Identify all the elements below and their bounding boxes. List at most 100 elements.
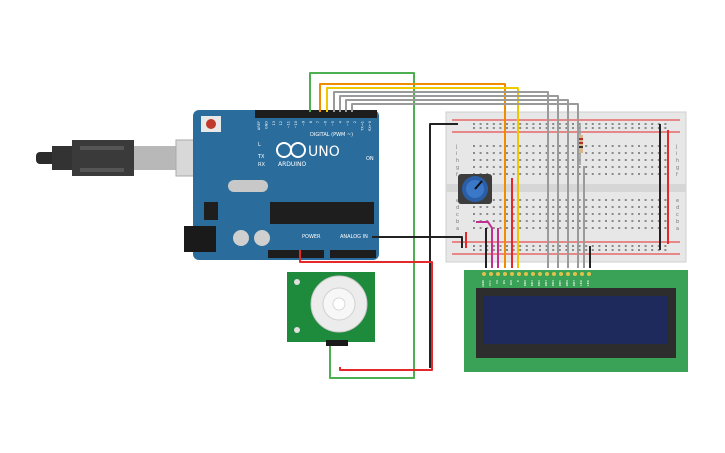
terminal-hole [539,213,541,215]
terminal-hole [545,152,548,154]
terminal-hole [565,152,568,154]
lcd-pin [510,272,514,276]
terminal-hole [585,173,588,175]
rail-hole [585,245,588,247]
rail-hole [578,245,581,247]
terminal-hole [585,145,588,147]
lcd-pin-label: LED [579,279,583,286]
rail-hole [499,127,502,129]
row-label: i [456,151,457,157]
rail-hole [479,249,482,251]
terminal-hole [473,227,475,229]
rail-hole [479,127,482,129]
reset-button[interactable] [206,119,216,129]
lcd-pin-label: DB3 [544,280,548,286]
terminal-hole [631,173,634,175]
rail-hole [486,123,489,125]
digital-pin-label: AREF [257,121,261,130]
rail-hole [591,245,594,247]
rail-hole [651,249,654,251]
rail-hole [657,249,660,251]
terminal-hole [572,213,574,215]
power-header [268,250,324,258]
terminal-hole [651,173,654,175]
row-label: f [456,172,458,178]
terminal-hole [624,166,627,168]
terminal-hole [499,159,502,161]
terminal-hole [631,159,634,161]
lcd-pin-label: VCC [488,280,492,286]
rail-hole [525,123,528,125]
lcd-pin [580,272,584,276]
terminal-hole [532,227,535,229]
terminal-hole [591,227,594,229]
terminal-hole [618,220,621,222]
lcd-pin [573,272,577,276]
rail-hole [638,123,640,125]
terminal-hole [499,199,502,201]
terminal-hole [539,159,541,161]
rail-hole [532,127,535,129]
potentiometer[interactable] [458,174,492,204]
rail-hole [479,123,482,125]
terminal-hole [611,220,614,222]
rail-hole [624,127,627,129]
rail-hole [585,249,588,251]
terminal-hole [519,173,522,175]
rail-hole [572,249,574,251]
terminal-hole [651,152,654,154]
terminal-hole [539,199,541,201]
terminal-hole [506,227,508,229]
terminal-hole [651,166,654,168]
terminal-hole [506,173,508,175]
terminal-hole [565,145,568,147]
terminal-hole [618,213,621,215]
terminal-hole [532,166,535,168]
terminal-hole [611,159,614,161]
terminal-hole [519,227,522,229]
terminal-hole [519,206,522,208]
terminal-hole [512,152,515,154]
terminal-hole [525,199,528,201]
rail-hole [605,123,607,125]
terminal-hole [492,199,495,201]
terminal-hole [657,213,660,215]
digital-pin-label: ~10 [294,121,298,128]
terminal-hole [605,145,607,147]
terminal-hole [591,152,594,154]
terminal-hole [545,159,548,161]
rail-hole [473,245,475,247]
lcd-pin [531,272,535,276]
power-label: POWER [302,234,321,240]
terminal-hole [618,145,621,147]
rail-hole [519,245,522,247]
terminal-hole [644,206,647,208]
terminal-hole [499,173,502,175]
rail-hole [611,123,614,125]
rail-hole [591,123,594,125]
rail-hole [644,123,647,125]
rail-hole [545,123,548,125]
terminal-hole [552,152,555,154]
terminal-hole [644,213,647,215]
terminal-hole [664,145,667,147]
terminal-hole [486,227,489,229]
terminal-hole [552,206,555,208]
terminal-hole [631,166,634,168]
digital-label: DIGITAL (PWM ~) [310,132,353,138]
terminal-hole [539,220,541,222]
terminal-hole [611,145,614,147]
rail-hole [598,249,601,251]
pir-label: PIR Sensor [377,276,382,298]
row-label: g [676,165,679,171]
rail-hole [512,245,515,247]
terminal-hole [624,227,627,229]
rail-hole [572,245,574,247]
rail-hole [499,249,502,251]
terminal-hole [479,206,482,208]
terminal-hole [506,199,508,201]
terminal-hole [664,213,667,215]
digital-pin-label: TX→1 [361,121,365,132]
